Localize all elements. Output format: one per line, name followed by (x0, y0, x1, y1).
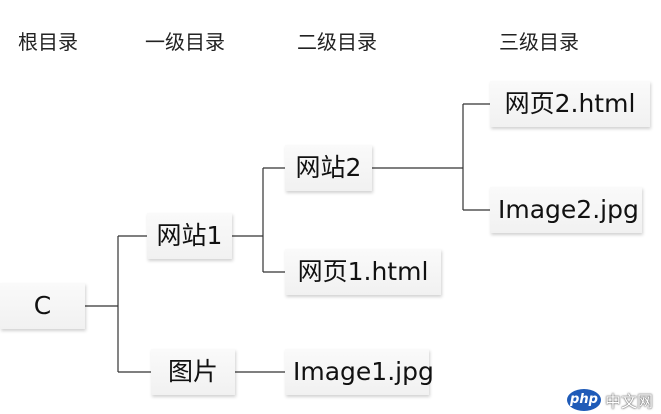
header-root: 根目录 (18, 30, 78, 54)
node-page2: 网页2.html (490, 81, 650, 127)
node-site2: 网站2 (285, 145, 372, 191)
connector-site2-to-level3 (372, 103, 490, 211)
node-site1: 网站1 (147, 213, 232, 259)
watermark: php 中文网 (566, 388, 653, 412)
node-images: 图片 (151, 349, 235, 395)
header-level2: 二级目录 (297, 30, 377, 54)
node-page1: 网页1.html (285, 249, 441, 295)
header-level3: 三级目录 (499, 30, 579, 54)
php-logo-icon: php (566, 389, 601, 411)
header-level1: 一级目录 (145, 30, 225, 54)
node-root-c: C (0, 283, 85, 329)
node-image2: Image2.jpg (490, 187, 642, 233)
connector-root-to-level1 (85, 235, 151, 373)
node-image1: Image1.jpg (285, 349, 434, 395)
connector-site1-to-level2 (232, 167, 285, 273)
watermark-text: 中文网 (604, 392, 653, 411)
